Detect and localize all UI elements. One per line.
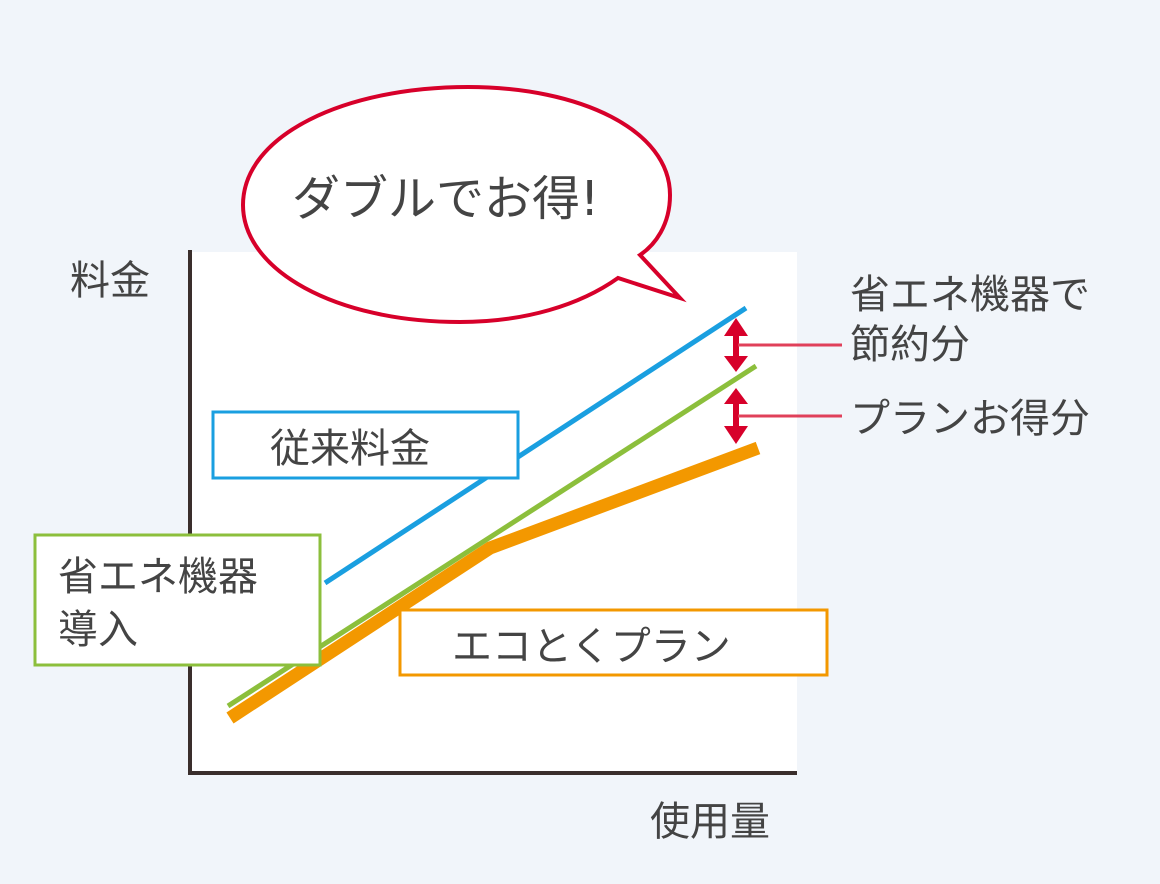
double-arrow-device-saving-icon xyxy=(724,318,748,372)
series-conventional-line xyxy=(323,305,748,586)
double-arrow-plan-saving-icon xyxy=(724,388,748,444)
label-device-line2: 導入 xyxy=(58,607,138,653)
label-conventional-text: 従来料金 xyxy=(270,426,430,472)
annotation-device-saving-line2: 節約分 xyxy=(850,322,970,368)
label-plan: エコとくプラン xyxy=(398,608,829,677)
bubble-text: ダブルでお得! xyxy=(292,171,599,227)
x-axis-label: 使用量 xyxy=(650,799,770,845)
plot-area xyxy=(190,252,797,772)
speech-bubble: ダブルでお得! xyxy=(240,84,687,325)
y-axis-label: 料金 xyxy=(70,258,150,304)
label-device: 省エネ機器 導入 xyxy=(33,533,322,667)
label-plan-text: エコとくプラン xyxy=(452,624,731,670)
label-conventional: 従来料金 xyxy=(211,410,520,480)
annotation-plan-saving: プランお得分 xyxy=(850,396,1090,442)
annotation-device-saving-line1: 省エネ機器で xyxy=(850,272,1090,318)
label-device-line1: 省エネ機器 xyxy=(58,554,258,600)
